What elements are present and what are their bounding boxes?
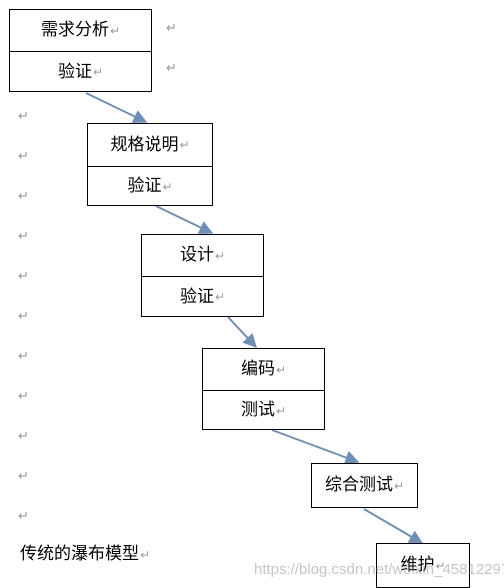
stage-box-design: 设计↵ 验证↵ <box>141 234 264 317</box>
stage-divider <box>203 390 324 391</box>
stage-divider <box>10 51 151 52</box>
stage-title-design: 设计↵ <box>179 245 226 265</box>
paragraph-mark: ↵ <box>18 109 29 124</box>
paragraph-mark: ↵ <box>18 229 29 244</box>
arrow-4 <box>271 429 360 465</box>
stage-title-specification: 规格说明↵ <box>110 134 190 155</box>
stage-box-integration-test: 综合测试↵ <box>311 463 418 508</box>
stage-verify-design: 验证↵ <box>179 286 226 307</box>
stage-box-coding: 编码↵ 测试↵ <box>202 348 325 430</box>
paragraph-mark: ↵ <box>18 269 29 284</box>
paragraph-mark: ↵ <box>18 469 29 484</box>
paragraph-mark: ↵ <box>18 309 29 324</box>
paragraph-mark: ↵ <box>166 21 177 36</box>
paragraph-mark: ↵ <box>18 189 29 204</box>
arrow-2 <box>155 205 214 234</box>
stage-title-coding: 编码↵ <box>240 359 287 379</box>
paragraph-mark: ↵ <box>166 61 177 76</box>
stage-verify-specification: 验证↵ <box>127 176 173 196</box>
stage-box-requirements: 需求分析↵ 验证↵ <box>9 9 152 92</box>
diagram-caption: 传统的瀑布模型↵ <box>20 544 151 564</box>
stage-title-integration-test: 综合测试↵ <box>324 475 405 495</box>
arrow-5 <box>363 508 424 544</box>
paragraph-mark: ↵ <box>18 349 29 364</box>
stage-divider <box>88 166 212 167</box>
paragraph-mark: ↵ <box>18 389 29 404</box>
arrow-3 <box>227 316 257 349</box>
arrow-1 <box>85 92 148 123</box>
stage-verify-coding: 测试↵ <box>240 400 287 420</box>
stage-title-requirements: 需求分析↵ <box>40 20 121 40</box>
paragraph-mark: ↵ <box>18 429 29 444</box>
watermark: https://blog.csdn.net/weixin_45812297 <box>254 561 504 578</box>
stage-box-specification: 规格说明↵ 验证↵ <box>87 123 213 206</box>
stage-verify-requirements: 验证↵ <box>57 61 104 82</box>
paragraph-mark: ↵ <box>18 509 29 524</box>
stage-title-maintenance: 维护↵ <box>400 555 446 575</box>
stage-divider <box>142 276 263 277</box>
paragraph-mark: ↵ <box>18 149 29 164</box>
